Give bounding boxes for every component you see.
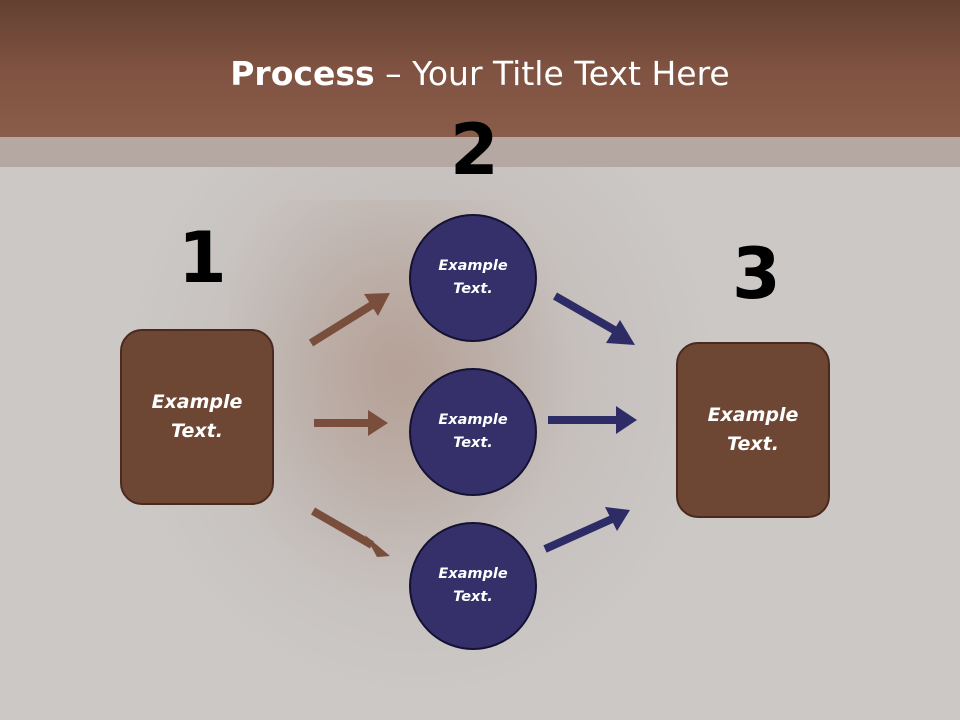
- header-band: [0, 137, 960, 167]
- arrow-left-to-middle: [314, 410, 388, 436]
- step-number-3: 3: [732, 233, 781, 315]
- arrow-left-to-top: [308, 293, 390, 347]
- slide-title: Process – Your Title Text Here: [0, 52, 960, 96]
- step-number-2: 2: [450, 109, 499, 191]
- title-rest: – Your Title Text Here: [374, 54, 730, 93]
- arrow-bottom-to-right: [543, 507, 630, 553]
- arrow-middle-to-right: [548, 406, 637, 434]
- arrow-left-to-bottom: [311, 507, 390, 557]
- header-bar: [0, 0, 960, 137]
- step-number-1: 1: [178, 217, 227, 299]
- title-strong: Process: [230, 54, 375, 93]
- arrow-top-to-right: [553, 292, 635, 345]
